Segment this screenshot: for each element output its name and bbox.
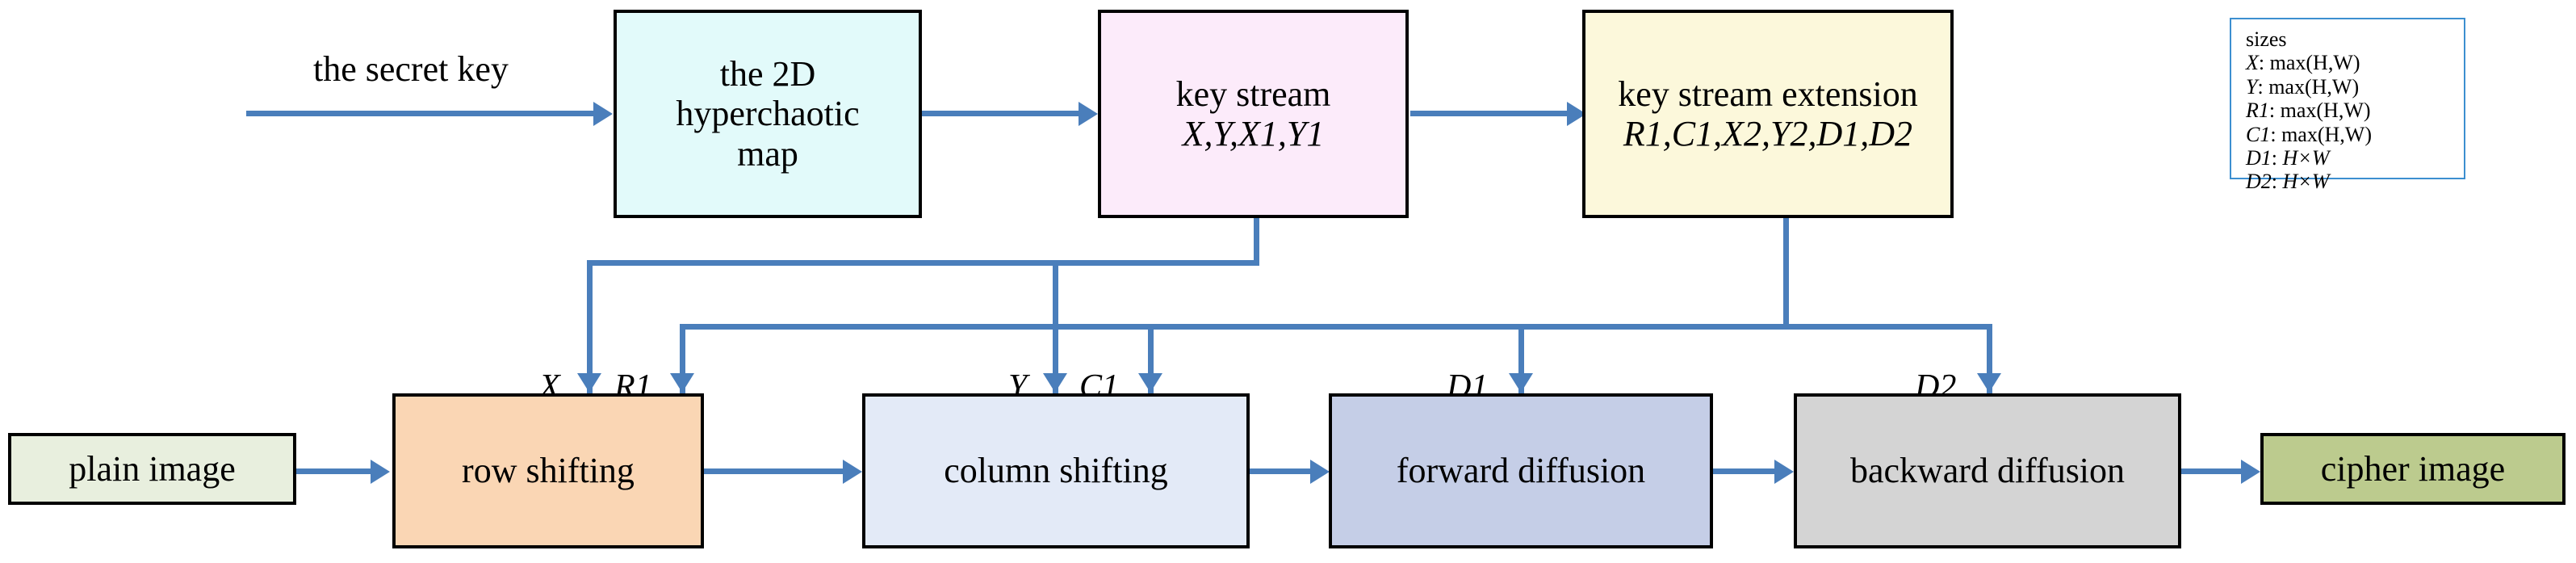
legend-value-x: max(H,W) — [2269, 51, 2360, 75]
legend-name-y: Y — [2246, 74, 2258, 99]
arrow-column-to-forward-line — [1250, 468, 1312, 474]
row-shifting-label: row shifting — [462, 451, 635, 491]
arrow-secret-key-head — [593, 102, 613, 126]
backward-diffusion-label: backward diffusion — [1849, 451, 2126, 491]
arrow-d1-head — [1509, 373, 1533, 393]
arrow-y-head — [1043, 373, 1067, 393]
legend-name-x: X — [2246, 51, 2259, 75]
arrow-backward-to-cipher-line — [2181, 468, 2243, 474]
arrow-forward-to-backward-line — [1713, 468, 1776, 474]
box-backward-diffusion[interactable]: backward diffusion — [1794, 393, 2181, 548]
legend-row-d1: D1: H×W — [2246, 146, 2464, 170]
legend-value-c1: max(H,W) — [2281, 122, 2372, 146]
arrow-c1-head — [1138, 373, 1162, 393]
arrow-map-to-keystream-line — [922, 111, 1080, 116]
legend-sep-x: : — [2258, 51, 2270, 75]
box-key-stream-extension[interactable]: key stream extension R1,C1,X2,Y2,D1,D2 — [1582, 10, 1954, 218]
bus1-branch-y — [1053, 260, 1058, 444]
legend-name-d2: D2 — [2246, 170, 2272, 194]
legend-sep-d1: : — [2271, 145, 2283, 170]
legend-name-c1: C1 — [2246, 122, 2271, 146]
arrow-plain-to-row-line — [296, 468, 374, 474]
legend-row-c1: C1: max(H,W) — [2246, 123, 2464, 146]
column-shifting-label: column shifting — [944, 451, 1168, 491]
arrow-plain-to-row-head — [371, 460, 390, 484]
arrow-backward-to-cipher-head — [2241, 460, 2260, 484]
legend-sep-y: : — [2257, 74, 2269, 99]
arrow-column-to-forward-head — [1310, 460, 1330, 484]
hyperchaotic-map-line1: the 2D — [719, 54, 816, 95]
arrow-forward-to-backward-head — [1774, 460, 1794, 484]
arrow-map-to-keystream-head — [1079, 102, 1098, 126]
arrow-d2-head — [1977, 373, 2001, 393]
legend-value-d2: H×W — [2282, 170, 2330, 194]
arrow-secret-key-line — [246, 111, 595, 116]
legend-value-r1: max(H,W) — [2280, 99, 2371, 123]
box-key-stream[interactable]: key stream X,Y,X1,Y1 — [1098, 10, 1409, 218]
arrow-keystream-to-extension-line — [1410, 111, 1569, 116]
plain-image-label: plain image — [69, 448, 236, 489]
bus2-drop-from-extension — [1783, 218, 1789, 327]
box-cipher-image[interactable]: cipher image — [2260, 433, 2566, 505]
legend-row-d2: D2: H×W — [2246, 170, 2464, 193]
legend-name-r1: R1 — [2246, 99, 2269, 123]
box-forward-diffusion[interactable]: forward diffusion — [1329, 393, 1713, 548]
bus1-horizontal — [587, 260, 1259, 266]
bus1-branch-x — [587, 260, 593, 444]
legend-sep-d2: : — [2271, 170, 2283, 194]
legend-sep-r1: : — [2268, 99, 2281, 123]
box-plain-image[interactable]: plain image — [8, 433, 296, 505]
hyperchaotic-map-line2: hyperchaotic — [676, 94, 860, 134]
legend-sep-c1: : — [2270, 122, 2282, 146]
arrow-row-to-column-head — [843, 460, 862, 484]
box-column-shifting[interactable]: column shifting — [862, 393, 1250, 548]
box-hyperchaotic-map[interactable]: the 2D hyperchaotic map — [614, 10, 922, 218]
key-stream-variables: X,Y,X1,Y1 — [1182, 114, 1325, 153]
legend-name-d1: D1 — [2246, 145, 2272, 170]
key-stream-extension-line1: key stream extension — [1618, 74, 1918, 114]
bus1-drop-from-keystream — [1254, 218, 1259, 266]
arrow-r1-head — [670, 373, 694, 393]
legend-title: sizes — [2246, 27, 2287, 51]
forward-diffusion-label: forward diffusion — [1396, 451, 1646, 491]
sizes-legend: sizes X: max(H,W) Y: max(H,W) R1: max(H,… — [2230, 18, 2465, 193]
key-stream-line1: key stream — [1175, 74, 1331, 114]
arrow-x-head — [577, 373, 601, 393]
legend-value-d1: H×W — [2282, 145, 2330, 170]
legend-row-x: X: max(H,W) — [2246, 51, 2464, 74]
legend-row-y: Y: max(H,W) — [2246, 75, 2464, 99]
key-stream-extension-variables: R1,C1,X2,Y2,D1,D2 — [1623, 114, 1913, 153]
legend-row-r1: R1: max(H,W) — [2246, 99, 2464, 122]
hyperchaotic-map-line3: map — [737, 133, 798, 174]
arrow-row-to-column-line — [704, 468, 844, 474]
legend-value-y: max(H,W) — [2268, 74, 2360, 99]
cipher-image-label: cipher image — [2320, 448, 2506, 489]
bus2-horizontal — [680, 324, 1992, 330]
box-row-shifting[interactable]: row shifting — [392, 393, 704, 548]
secret-key-caption: the secret key — [313, 49, 509, 89]
